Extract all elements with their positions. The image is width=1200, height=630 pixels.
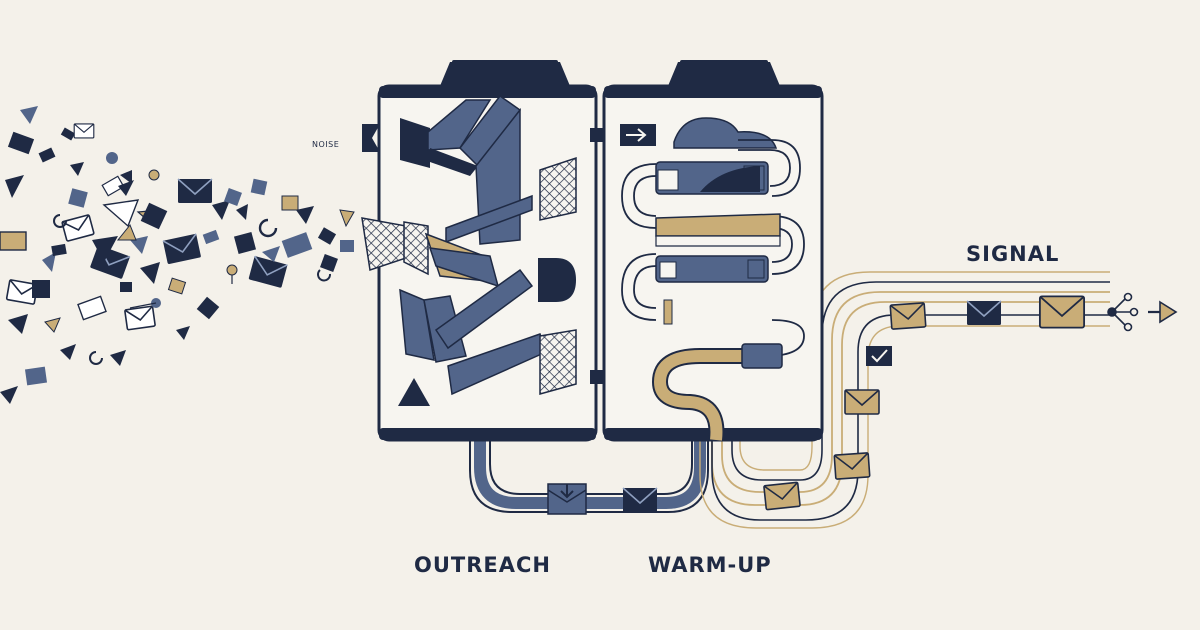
scatter-shape [250, 178, 268, 196]
envelope-icon [1038, 295, 1086, 329]
noise-scatter [0, 106, 355, 404]
scatter-shape [196, 296, 220, 320]
scatter-shape [70, 162, 84, 176]
scatter-shape [68, 188, 88, 208]
scatter-shape [226, 264, 238, 276]
scatter-shape [5, 175, 24, 198]
pipe-envelopes [547, 346, 892, 515]
scatter-shape [339, 209, 355, 228]
scatter-shape [7, 131, 35, 155]
outreach-label: OUTREACH [414, 553, 551, 577]
envelope-icon [61, 213, 95, 243]
scatter-shape [296, 206, 314, 224]
output-d-shape [538, 258, 576, 302]
inbox-tray-icon [547, 483, 587, 515]
scatter-shape [140, 262, 160, 284]
scatter-shape [340, 240, 354, 252]
envelope-icon [73, 123, 95, 139]
top-connector-right [668, 62, 780, 86]
scatter-shape [92, 236, 118, 262]
scatter-shape [236, 204, 248, 220]
scatter-shape [42, 252, 56, 272]
envelope-icon [162, 232, 202, 266]
scatter-shape [233, 231, 257, 255]
scatter-shape [89, 351, 103, 365]
scatter-shape [224, 188, 242, 206]
warmup-label: WARM-UP [648, 553, 772, 577]
scatter-shape [320, 254, 338, 272]
signal-label: SIGNAL [966, 242, 1060, 266]
scatter-shape [176, 326, 190, 340]
scatter-shape [281, 232, 313, 258]
scatter-shape [120, 282, 132, 292]
scatter-shape [118, 180, 134, 196]
noise-flag [362, 124, 380, 152]
scatter-shape [106, 152, 118, 164]
scatter-shape [212, 200, 230, 220]
envelope-icon [622, 487, 658, 513]
arrow-right-icon [1148, 300, 1178, 324]
top-connector-left [440, 62, 570, 86]
scatter-shape [77, 295, 107, 321]
output-pipe [699, 271, 1110, 529]
mesh-filter-icon [403, 221, 429, 276]
envelope-icon [763, 481, 801, 511]
envelope-icon [177, 178, 213, 204]
scatter-shape [60, 344, 76, 360]
noise-label: NOISE [312, 140, 340, 149]
scatter-shape [202, 229, 220, 245]
scatter-shape [102, 199, 140, 228]
mesh-filter-icon [539, 329, 577, 395]
scatter-shape [167, 277, 187, 295]
envelope-icon [247, 255, 289, 289]
fork-node-icon [1107, 292, 1139, 332]
envelope-icon [844, 389, 880, 415]
scatter-shape [120, 170, 132, 184]
scatter-shape [53, 214, 67, 228]
scatter-shape [51, 243, 67, 257]
scatter-shape [38, 147, 56, 163]
scatter-shape [24, 366, 48, 386]
scatter-shape [0, 231, 27, 251]
signal-output [889, 292, 1178, 332]
scatter-shape [140, 202, 168, 230]
scatter-shape [148, 169, 160, 181]
scatter-shape [44, 317, 61, 333]
scatter-shape [8, 314, 28, 334]
scatter-shape [101, 175, 125, 197]
checkmark-icon [866, 346, 892, 366]
scatter-shape [0, 386, 18, 404]
envelope-icon [889, 302, 927, 330]
scatter-shape [32, 280, 50, 298]
envelope-icon [123, 305, 157, 331]
scatter-shape [317, 227, 337, 245]
scatter-shape [317, 269, 331, 282]
scatter-shape [60, 127, 76, 141]
scatter-shape [20, 106, 38, 124]
scatter-shape [281, 195, 299, 211]
envelope-icon [966, 300, 1002, 326]
arrow-right-icon [620, 124, 656, 146]
outreach-panel [361, 84, 604, 442]
return-pipe [469, 440, 709, 513]
scatter-shape [262, 246, 280, 262]
warmup-panel [602, 84, 824, 442]
envelope-icon [833, 452, 871, 480]
scatter-shape [258, 218, 278, 238]
scatter-shape [110, 350, 126, 366]
mesh-filter-icon [539, 156, 577, 221]
scatter-shape [116, 224, 137, 241]
